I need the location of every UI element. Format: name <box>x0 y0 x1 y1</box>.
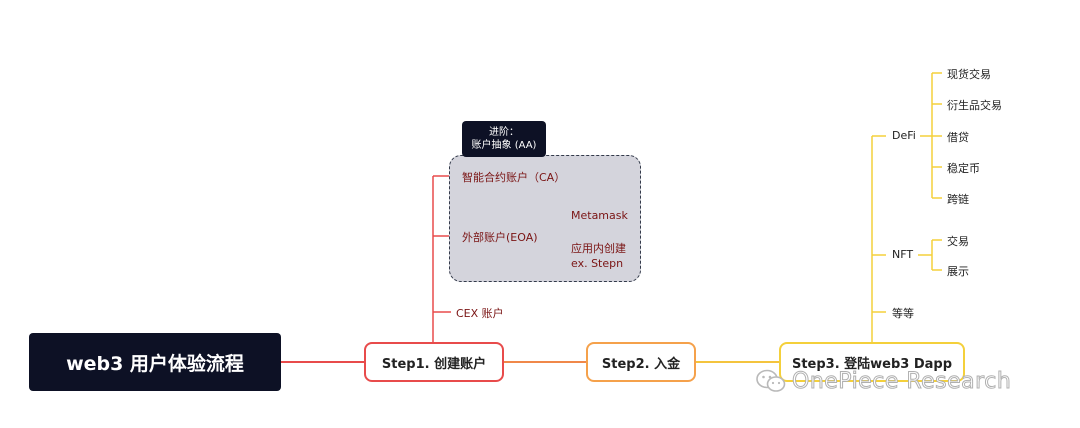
defi-child-derivatives: 衍生品交易 <box>947 99 1002 112</box>
ca-node: 智能合约账户（CA） <box>462 171 566 184</box>
defi-child-spot: 现货交易 <box>947 68 991 81</box>
watermark: OnePiece Research <box>756 368 1011 394</box>
watermark-text: OnePiece Research <box>791 368 1012 394</box>
wechat-icon <box>756 369 786 392</box>
step1-label: Step1. 创建账户 <box>381 356 487 372</box>
step2-node: Step2. 入金 <box>586 342 696 382</box>
nft-node: NFT <box>892 248 914 261</box>
step3-label: Step3. 登陆web3 Dapp <box>791 356 953 372</box>
step1-node: Step1. 创建账户 <box>364 342 504 382</box>
nft-child-display: 展示 <box>947 265 969 278</box>
in-app-line2: ex. Stepn <box>571 257 624 270</box>
advanced-tag: 进阶： 账户抽象 (AA) <box>462 121 546 157</box>
defi-child-stablecoin: 稳定币 <box>947 162 980 175</box>
account-abstraction-box <box>449 155 641 282</box>
metamask-node: Metamask <box>571 209 628 222</box>
advanced-tag-title: 进阶： <box>489 127 519 138</box>
in-app-line1: 应用内创建 <box>571 242 626 255</box>
step2-label: Step2. 入金 <box>601 356 681 372</box>
in-app-node: 应用内创建 ex. Stepn <box>571 241 626 271</box>
nft-child-trade: 交易 <box>947 235 969 248</box>
root-label: web3 用户体验流程 <box>66 352 244 375</box>
cex-node: CEX 账户 <box>456 307 504 320</box>
defi-child-lending: 借贷 <box>947 131 969 144</box>
defi-node: DeFi <box>892 129 916 142</box>
advanced-tag-subtitle: 账户抽象 (AA) <box>471 140 537 151</box>
eoa-node: 外部账户(EOA) <box>462 231 538 244</box>
root-node: web3 用户体验流程 <box>29 333 281 391</box>
etc-node: 等等 <box>892 307 914 320</box>
defi-child-crosschain: 跨链 <box>947 193 969 206</box>
step3-node: Step3. 登陆web3 Dapp <box>779 342 965 382</box>
